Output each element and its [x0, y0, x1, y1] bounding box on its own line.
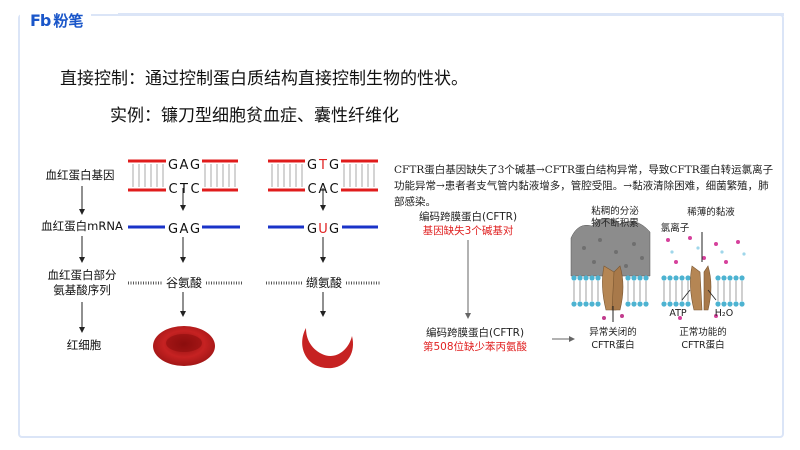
label-normal-1: 正常功能的 — [679, 327, 727, 338]
label-water: H₂O — [714, 308, 734, 319]
normal-dna — [128, 153, 238, 211]
mutant-dna — [268, 153, 378, 211]
label-aa-1: 血红蛋白部分 — [47, 268, 117, 282]
normal-aa-chain — [128, 281, 242, 317]
mutant-mrna — [268, 225, 378, 263]
label-mrna: 血红蛋白mRNA — [41, 219, 123, 233]
brand-logo: Fb 粉笔 — [20, 8, 92, 32]
mutant-dna-bottom-3: C — [329, 182, 338, 197]
normal-dna-top-1: G — [168, 158, 178, 173]
flow-bottom-line2: 第508位缺少苯丙氨酸 — [422, 341, 528, 353]
label-aa-2: 氨基酸序列 — [53, 283, 111, 297]
mutant-amino-acid: 缬氨酸 — [306, 275, 342, 290]
normal-mrna — [128, 225, 240, 263]
normal-mrna-3: G — [190, 222, 200, 237]
normal-dna-bottom-3: C — [190, 182, 199, 197]
label-gene: 血红蛋白基因 — [45, 168, 115, 182]
label-normal-2: CFTR蛋白 — [681, 340, 725, 351]
mutant-mrna-1: G — [307, 222, 317, 237]
normal-dna-top-2: A — [180, 158, 189, 173]
mutant-mrna-3: G — [329, 222, 339, 237]
heading-direct-control: 直接控制：通过控制蛋白质结构直接控制生物的性状。 — [60, 69, 468, 89]
normal-red-blood-cell — [153, 326, 215, 366]
flow-top-line1: 编码跨膜蛋白(CFTR) — [418, 211, 518, 223]
label-abnormal-1: 异常关闭的 — [589, 327, 637, 338]
brand-name: 粉笔 — [53, 11, 84, 30]
sickle-red-blood-cell — [302, 328, 354, 369]
label-abnormal-2: CFTR蛋白 — [591, 340, 635, 351]
flow-bottom-line1: 编码跨膜蛋白(CFTR) — [425, 327, 525, 339]
normal-dna-bottom-1: C — [168, 182, 177, 197]
flow-top-line2: 基因缺失3个碱基对 — [422, 225, 514, 237]
normal-mrna-1: G — [168, 222, 178, 237]
label-cell: 红细胞 — [66, 338, 102, 352]
label-chloride: 氯离子 — [660, 223, 690, 234]
normal-mrna-2: A — [180, 222, 189, 237]
label-mucus-thin: 稀薄的黏液 — [687, 207, 735, 218]
mutant-dna-bottom-1: C — [307, 182, 316, 197]
brand-mark-icon: Fb — [30, 10, 51, 30]
cftr-membrane-illustration — [570, 218, 746, 322]
mutant-dna-top-3: G — [329, 158, 339, 173]
label-atp: ATP — [669, 308, 687, 319]
normal-dna-bottom-2: T — [179, 182, 188, 197]
label-mucus-thick-2: 物不断积累 — [591, 218, 639, 229]
mutant-dna-top-1: G — [307, 158, 317, 173]
normal-dna-top-3: G — [190, 158, 200, 173]
mutant-aa-chain — [266, 281, 380, 317]
normal-amino-acid: 谷氨酸 — [166, 275, 202, 290]
mutant-mrna-2: U — [318, 222, 328, 237]
mutant-dna-top-2: T — [318, 158, 327, 173]
cftr-description: CFTR蛋白基因缺失了3个碱基→CFTR蛋白结构异常，导致CFTR蛋白转运氯离子… — [394, 164, 774, 208]
heading-examples: 实例：镰刀型细胞贫血症、囊性纤维化 — [110, 106, 399, 126]
header-bar — [118, 13, 784, 16]
mutant-dna-bottom-2: A — [319, 182, 328, 197]
label-mucus-thick-1: 粘稠的分泌 — [591, 206, 639, 217]
